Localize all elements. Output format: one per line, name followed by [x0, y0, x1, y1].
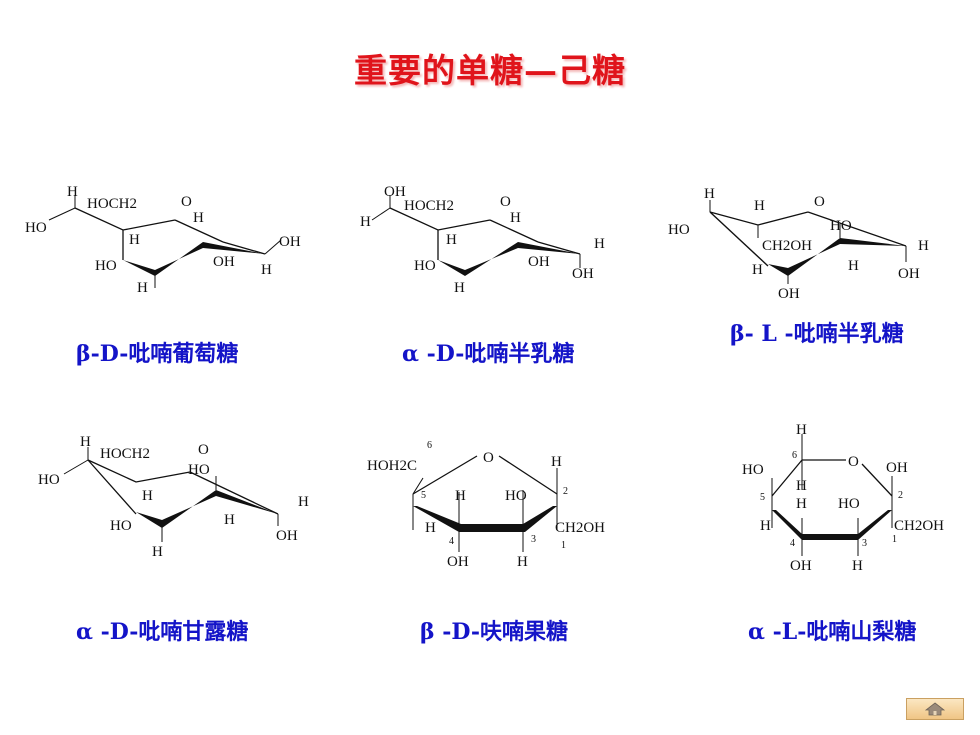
label-c4-left: HO	[38, 472, 60, 488]
num-1: 1	[892, 534, 897, 545]
label-c2-h: H	[224, 512, 235, 528]
label-c2-top: HO	[830, 218, 852, 234]
label-right-oh: OH	[886, 460, 908, 476]
label-c1-right: H	[298, 494, 309, 510]
label-c5-top: H	[754, 198, 765, 214]
label-c1-right: OH	[279, 234, 301, 250]
home-icon	[925, 702, 945, 716]
galactose-l-chair-diagram: H H O HO HO CH2OH H H H OH OH	[668, 186, 929, 302]
structure-glucose: H HOCH2 O HO H H OH HO OH H H	[25, 180, 315, 296]
label-c3-down: H	[152, 544, 163, 560]
caption-glucose: β-D-吡喃葡萄糖	[76, 341, 239, 367]
home-button[interactable]	[906, 698, 964, 720]
label-c2-top: H	[551, 454, 562, 470]
num-4: 4	[449, 536, 454, 547]
page-title: 重要的单糖—己糖	[354, 51, 626, 90]
label-ring-o: O	[483, 450, 494, 466]
structure-galactose-l: H H O HO HO CH2OH H H H OH OH	[668, 180, 943, 302]
label-c2-down: OH	[213, 254, 235, 270]
caption-galactose-d: α -D-吡喃半乳糖	[402, 341, 575, 367]
label-ch2: HOCH2	[404, 198, 454, 214]
num-5: 5	[421, 490, 426, 501]
label-c4-down-left: HO	[95, 258, 117, 274]
label-c1-up: H	[510, 210, 521, 226]
label-ring-o: O	[848, 454, 859, 470]
label-left-ho: HO	[742, 462, 764, 478]
label-c3-h: H	[129, 232, 140, 248]
label-c4-top: H	[704, 186, 715, 202]
num-6: 6	[792, 450, 797, 461]
label-c2-down: OH	[528, 254, 550, 270]
caption-galactose-l: β- L -吡喃半乳糖	[730, 321, 904, 347]
label-c1-down: OH	[572, 266, 594, 282]
label-top-h: H	[796, 422, 807, 438]
num-6: 6	[427, 440, 432, 451]
label-c4-oh: OH	[790, 558, 812, 574]
label-c2-ch2: CH2OH	[555, 520, 605, 536]
caption-sorbose: α -L-吡喃山梨糖	[748, 619, 917, 645]
label-c3-down: H	[517, 554, 528, 570]
label-c6-h: H	[796, 478, 807, 494]
num-4: 4	[790, 538, 795, 549]
num-1: 1	[561, 540, 566, 551]
glucose-chair-diagram: H HOCH2 O HO H H OH HO OH H H	[25, 184, 301, 296]
label-c3-h: H	[446, 232, 457, 248]
label-c3-up: HO	[505, 488, 527, 504]
label-ring-o: O	[198, 442, 209, 458]
label-c1-down: OH	[898, 266, 920, 282]
label-c1-right: H	[918, 238, 929, 254]
label-c2-top: HO	[188, 462, 210, 478]
label-c1-up: H	[193, 210, 204, 226]
label-ring-o: O	[500, 194, 511, 210]
label-c4-up: H	[455, 488, 466, 504]
label-c5-up: H	[80, 434, 91, 450]
label-c5-up: H	[67, 184, 78, 200]
caption-fructose: β -D-呋喃果糖	[420, 619, 569, 645]
label-c5-h: H	[796, 496, 807, 512]
num-2: 2	[898, 490, 903, 501]
structure-galactose-d: OH HOCH2 O H H H H HO OH OH H	[360, 180, 620, 296]
label-c1-right: H	[594, 236, 605, 252]
label-c3-left: H	[752, 262, 763, 278]
galactose-d-chair-diagram: OH HOCH2 O H H H H HO OH OH H	[360, 184, 605, 296]
label-c4-top: OH	[384, 184, 406, 200]
label-c3-down: OH	[778, 286, 800, 302]
label-ch2top: HOH2C	[367, 458, 417, 474]
structure-fructose: 6 HOH2C O H 5 H HO 2 H 4 3 CH2OH 1 OH H	[365, 432, 630, 577]
label-ch2: HOCH2	[100, 446, 150, 462]
label-c5-h: H	[425, 520, 436, 536]
caption-mannose: α -D-吡喃甘露糖	[76, 619, 249, 645]
label-c4-down: OH	[447, 554, 469, 570]
structure-sorbose: H 6 O HO H OH 5 H HO 2 H CH2OH 4 3 1 OH …	[738, 418, 963, 578]
label-c4-left: HO	[25, 220, 47, 236]
label-c2-ch2: CH2OH	[894, 518, 944, 534]
label-c4-down-left: HO	[110, 518, 132, 534]
mannose-chair-diagram: H HOCH2 O HO HO H H HO H OH H	[38, 434, 309, 560]
label-ch2: CH2OH	[762, 238, 812, 254]
fructose-haworth-diagram: 6 HOH2C O H 5 H HO 2 H 4 3 CH2OH 1 OH H	[367, 440, 605, 570]
label-c3-down: H	[454, 280, 465, 296]
label-c3-ho: HO	[838, 496, 860, 512]
num-3: 3	[862, 538, 867, 549]
label-c2-h: H	[848, 258, 859, 274]
num-5: 5	[760, 492, 765, 503]
label-c3-down: H	[137, 280, 148, 296]
label-c4-down-left: HO	[414, 258, 436, 274]
structure-mannose: H HOCH2 O HO HO H H HO H OH H	[38, 432, 318, 562]
sorbose-haworth-diagram: H 6 O HO H OH 5 H HO 2 H CH2OH 4 3 1 OH …	[742, 422, 944, 574]
num-2: 2	[563, 486, 568, 497]
label-c4-left: HO	[668, 222, 690, 238]
label-c5-h2: H	[760, 518, 771, 534]
label-c1-down: OH	[276, 528, 298, 544]
label-c3-h: H	[142, 488, 153, 504]
label-ch2: HOCH2	[87, 196, 137, 212]
label-c3-h: H	[852, 558, 863, 574]
num-3: 3	[531, 534, 536, 545]
label-c1-down: H	[261, 262, 272, 278]
label-ring-o: O	[814, 194, 825, 210]
label-c4-left: H	[360, 214, 371, 230]
label-ring-o: O	[181, 194, 192, 210]
